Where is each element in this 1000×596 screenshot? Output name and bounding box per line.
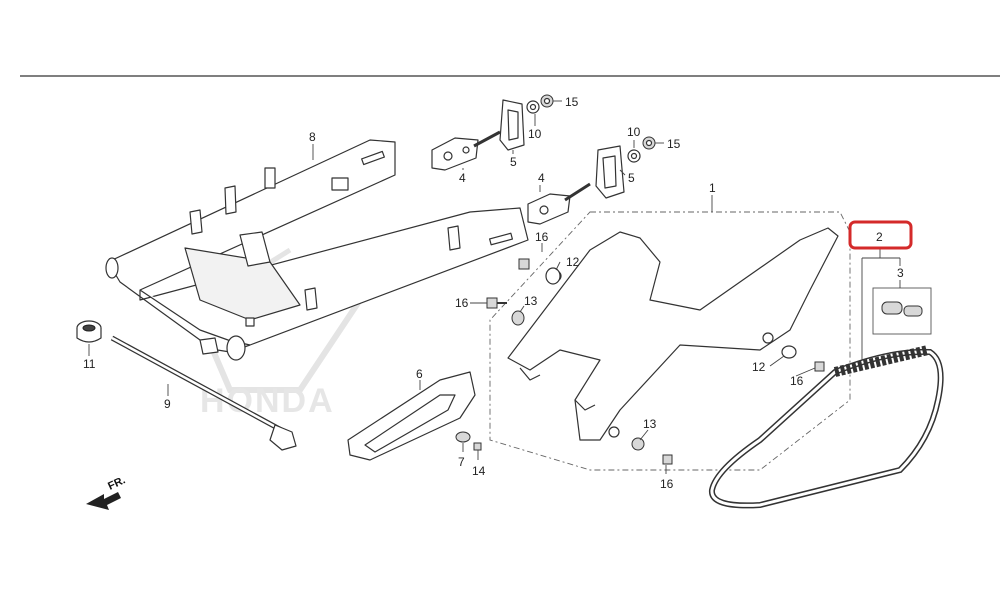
drive-chain [709,345,944,509]
adjuster-plate-upper [499,99,525,151]
chain-adjuster-right [527,182,591,225]
callout-11: 11 [83,357,96,371]
callout-5-lower: 5 [628,171,635,185]
bracket-2 [861,248,901,360]
front-arrow-icon: FR. [86,474,127,510]
swingarm [105,139,529,361]
slider-grommet [455,431,471,443]
pivot-bolt [110,335,297,451]
grommet-13-b [631,437,645,451]
bolt-16-d [662,454,673,465]
callout-5-upper: 5 [510,155,517,169]
callout-3: 3 [897,266,904,280]
callout-14: 14 [472,464,486,478]
callout-4-left: 4 [459,171,466,185]
chain-adjuster-left [431,130,501,171]
bolt-16-b [486,297,507,309]
collar-12-a [545,267,561,285]
callout-12-upper: 12 [566,255,580,269]
bolt-16-a [518,258,530,270]
nut-lower [627,149,641,163]
callout-15-lower: 15 [667,137,681,151]
chain-case-box [489,211,851,471]
slider-screw [473,442,482,451]
lock-nut-lower [642,136,656,150]
nut-upper [526,100,540,114]
adjuster-plate-lower [595,145,625,199]
chain-slider [347,371,476,461]
callout-13-lower: 13 [643,417,657,431]
chain-case [507,227,839,441]
callout-8: 8 [309,130,316,144]
callouts: 1 2 3 4 4 5 5 6 7 8 9 10 10 11 12 12 13 … [83,95,904,491]
lock-nut-upper [540,94,554,108]
callout-4-right: 4 [538,171,545,185]
callout-10-lower: 10 [627,125,641,139]
master-link-box [872,287,932,335]
callout-16-left: 16 [455,296,469,310]
callout-9: 9 [164,397,171,411]
pivot-bushing [76,320,102,343]
callout-16-bottom: 16 [660,477,674,491]
highlight-box [848,220,913,250]
callout-7: 7 [458,455,465,469]
callout-12-lower: 12 [752,360,766,374]
callout-10-upper: 10 [528,127,542,141]
honda-watermark-text: HONDA [200,382,335,420]
grommet-13-a [511,310,525,326]
callout-6: 6 [416,367,423,381]
callout-15-upper: 15 [565,95,579,109]
front-direction-label: FR. [106,474,127,492]
bolt-16-c [814,361,825,372]
callout-2: 2 [876,230,883,244]
collar-12-b [781,345,797,359]
callout-13-upper: 13 [524,294,538,308]
callout-1: 1 [709,181,716,195]
callout-16-upper: 16 [535,230,549,244]
leader-lines [88,100,816,474]
callout-16-right: 16 [790,374,804,388]
